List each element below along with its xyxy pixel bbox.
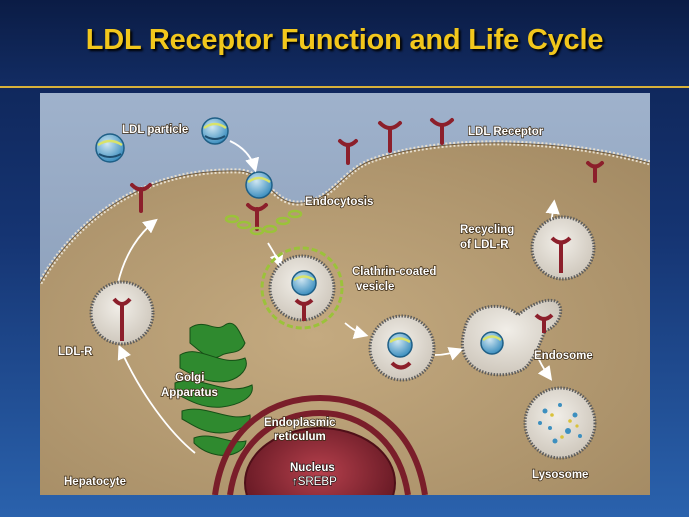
label-nucleus: Nucleus [290, 462, 335, 474]
recycling-vesicle [530, 215, 596, 281]
ldl-receptor-diagram: LDL particle LDL Receptor Endocytosis Re… [40, 93, 650, 495]
surface-receptors [130, 118, 604, 231]
endosome [460, 298, 563, 377]
ldl-particle-1 [95, 133, 125, 163]
label-hepatocyte: Hepatocyte [64, 476, 126, 488]
label-er-1: Endoplasmic [264, 417, 336, 429]
label-lysosome: Lysosome [532, 469, 588, 481]
title-bar [0, 0, 689, 86]
label-ldl-receptor: LDL Receptor [468, 126, 544, 138]
label-endocytosis: Endocytosis [305, 196, 373, 208]
clathrin-coat-pit [224, 209, 303, 236]
pathway-arrows [117, 140, 560, 454]
ldl-r-vesicle [89, 280, 155, 346]
ldl-particle-binding [245, 171, 273, 199]
label-golgi-2: Apparatus [161, 387, 218, 399]
nucleus [244, 427, 396, 495]
uncoated-vesicle [368, 314, 436, 382]
label-endosome: Endosome [534, 350, 593, 362]
label-ldl-particle: LDL particle [122, 124, 188, 136]
label-golgi-1: Golgi [175, 372, 204, 384]
label-ldl-r: LDL-R [58, 346, 93, 358]
endoplasmic-reticulum [212, 394, 428, 495]
slide-title: LDL Receptor Function and Life Cycle [85, 24, 604, 56]
clathrin-coated-vesicle [260, 246, 344, 330]
label-clathrin-1: Clathrin-coated [352, 266, 436, 278]
lysosome [523, 386, 597, 460]
title-divider [0, 86, 689, 88]
label-recycling-1: Recycling [460, 224, 514, 236]
label-clathrin-2: vesicle [356, 281, 394, 293]
ldl-particle-2 [201, 117, 229, 145]
label-er-2: reticulum [274, 431, 326, 443]
hepatocyte-cytoplasm [40, 142, 650, 495]
label-recycling-2: of LDL-R [460, 239, 509, 251]
label-srebp: ↑SREBP [292, 476, 337, 488]
